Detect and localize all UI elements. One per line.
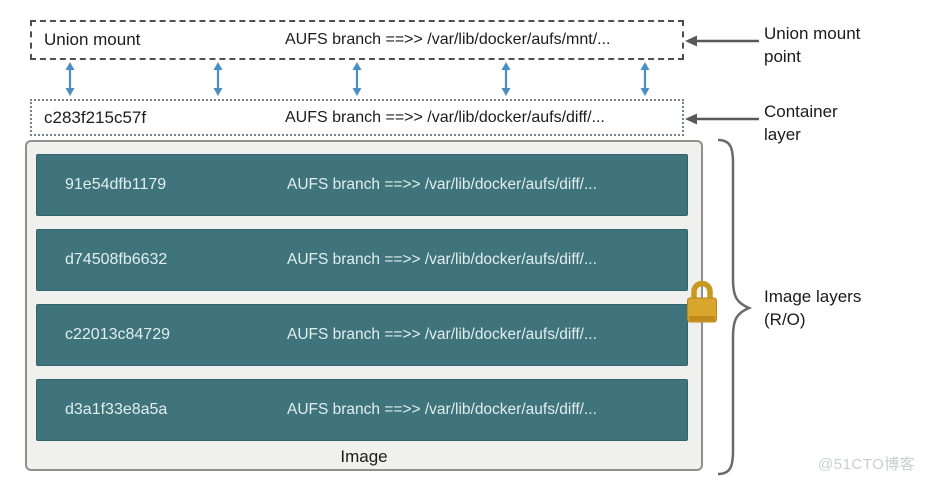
double-arrow-icon (213, 62, 223, 96)
double-arrow-icon (640, 62, 650, 96)
double-arrow-icon (352, 62, 362, 96)
container-layer-id: c283f215c57f (44, 107, 147, 127)
union-mount-box: Union mount AUFS branch ==>> /var/lib/do… (30, 20, 684, 60)
image-layers-ro-label: Image layers (R/O) (764, 287, 862, 330)
lock-icon (687, 280, 717, 323)
layer-path: AUFS branch ==>> /var/lib/docker/aufs/di… (287, 401, 597, 418)
layer-id: d74508fb6632 (65, 251, 168, 268)
curly-brace (717, 138, 753, 476)
image-layer-row: c22013c84729 AUFS branch ==>> /var/lib/d… (36, 304, 688, 366)
layer-path: AUFS branch ==>> /var/lib/docker/aufs/di… (287, 176, 597, 193)
union-mount-path: AUFS branch ==>> /var/lib/docker/aufs/mn… (285, 31, 611, 48)
container-layer-label: Container layer (764, 102, 838, 145)
container-layer-box: c283f215c57f AUFS branch ==>> /var/lib/d… (30, 99, 684, 136)
watermark: @51CTO博客 (818, 456, 916, 473)
image-layer-row: d74508fb6632 AUFS branch ==>> /var/lib/d… (36, 229, 688, 291)
layer-path: AUFS branch ==>> /var/lib/docker/aufs/di… (287, 326, 597, 343)
double-arrow-icon (501, 62, 511, 96)
container-layer-path: AUFS branch ==>> /var/lib/docker/aufs/di… (285, 108, 605, 126)
union-mount-point-label: Union mount point (764, 24, 861, 67)
double-arrow-icon (65, 62, 75, 96)
union-mount-label: Union mount (44, 30, 141, 49)
left-arrow-icon (685, 113, 759, 125)
image-box: 91e54dfb1179 AUFS branch ==>> /var/lib/d… (25, 140, 703, 471)
image-layer-row: d3a1f33e8a5a AUFS branch ==>> /var/lib/d… (36, 379, 688, 441)
image-caption: Image (340, 447, 388, 466)
layer-id: 91e54dfb1179 (65, 176, 167, 193)
layer-id: d3a1f33e8a5a (65, 401, 168, 418)
layer-path: AUFS branch ==>> /var/lib/docker/aufs/di… (287, 251, 597, 268)
left-arrow-icon (685, 35, 759, 47)
image-layer-row: 91e54dfb1179 AUFS branch ==>> /var/lib/d… (36, 154, 688, 216)
layer-id: c22013c84729 (65, 326, 170, 343)
